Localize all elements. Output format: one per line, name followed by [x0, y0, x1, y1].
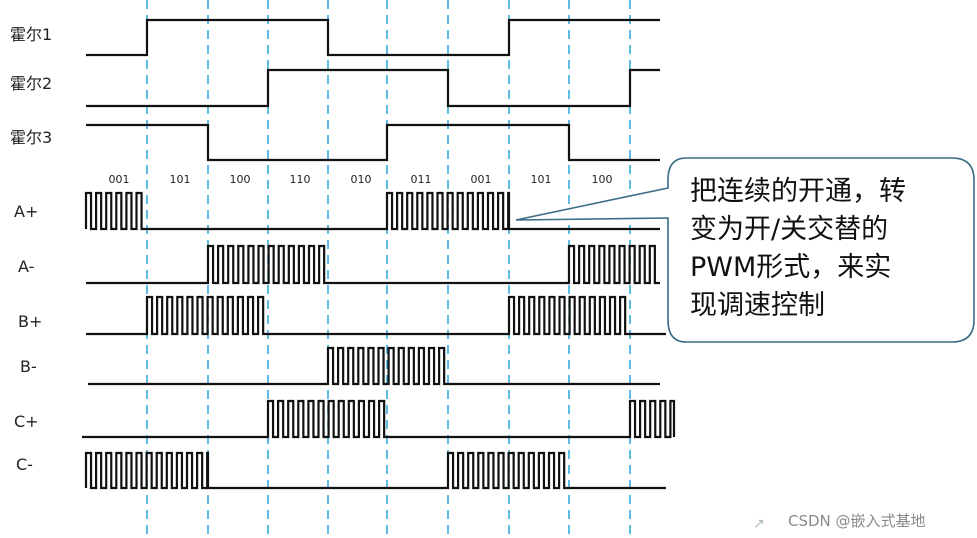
- drive-signal-group: A+ A- B+ B- C+ C-: [14, 191, 676, 490]
- b-minus-waveform: [88, 346, 660, 386]
- hall-code: 101: [531, 173, 552, 186]
- hall-3-label: 霍尔3: [10, 128, 52, 147]
- c-plus-waveform: [82, 399, 676, 439]
- a-minus-label: A-: [18, 257, 34, 276]
- hall-code: 100: [230, 173, 251, 186]
- hall-code: 110: [290, 173, 311, 186]
- callout-line: 变为开/关交替的: [690, 214, 888, 245]
- hall-code-row: 001 101 100 110 010 011 001 101 100: [109, 173, 613, 186]
- c-minus-waveform: [84, 451, 666, 490]
- hall-code: 011: [411, 173, 432, 186]
- watermark-text: CSDN @嵌入式基地: [788, 512, 926, 530]
- b-plus-label: B+: [18, 312, 42, 331]
- b-plus-waveform: [86, 295, 666, 336]
- callout-outline: [515, 157, 975, 343]
- hall-2-waveform: [86, 68, 660, 108]
- phase-dividers: [146, 0, 631, 538]
- c-minus-label: C-: [16, 455, 33, 474]
- hall-2-label: 霍尔2: [10, 74, 52, 93]
- hall-code: 010: [351, 173, 372, 186]
- hall-1-waveform: [86, 18, 660, 57]
- watermark: ↗ CSDN @嵌入式基地: [753, 512, 926, 532]
- a-minus-waveform: [86, 244, 660, 285]
- hall-3-waveform: [86, 123, 660, 162]
- hall-code: 001: [109, 173, 130, 186]
- hall-code: 100: [592, 173, 613, 186]
- a-plus-waveform: [84, 191, 660, 231]
- a-plus-label: A+: [14, 202, 38, 221]
- hall-code: 001: [471, 173, 492, 186]
- callout-line: 现调速控制: [690, 290, 825, 321]
- hall-sensor-group: 霍尔1 霍尔2 霍尔3: [10, 18, 660, 162]
- hall-1-label: 霍尔1: [10, 25, 52, 44]
- watermark-mark-icon: ↗: [753, 516, 765, 532]
- callout-line: PWM形式，来实: [690, 252, 891, 283]
- b-minus-label: B-: [20, 357, 37, 376]
- c-plus-label: C+: [14, 412, 39, 431]
- callout-line: 把连续的开通，转: [690, 176, 906, 207]
- callout-bubble: 把连续的开通，转 变为开/关交替的 PWM形式，来实 现调速控制: [515, 157, 975, 343]
- hall-code: 101: [170, 173, 191, 186]
